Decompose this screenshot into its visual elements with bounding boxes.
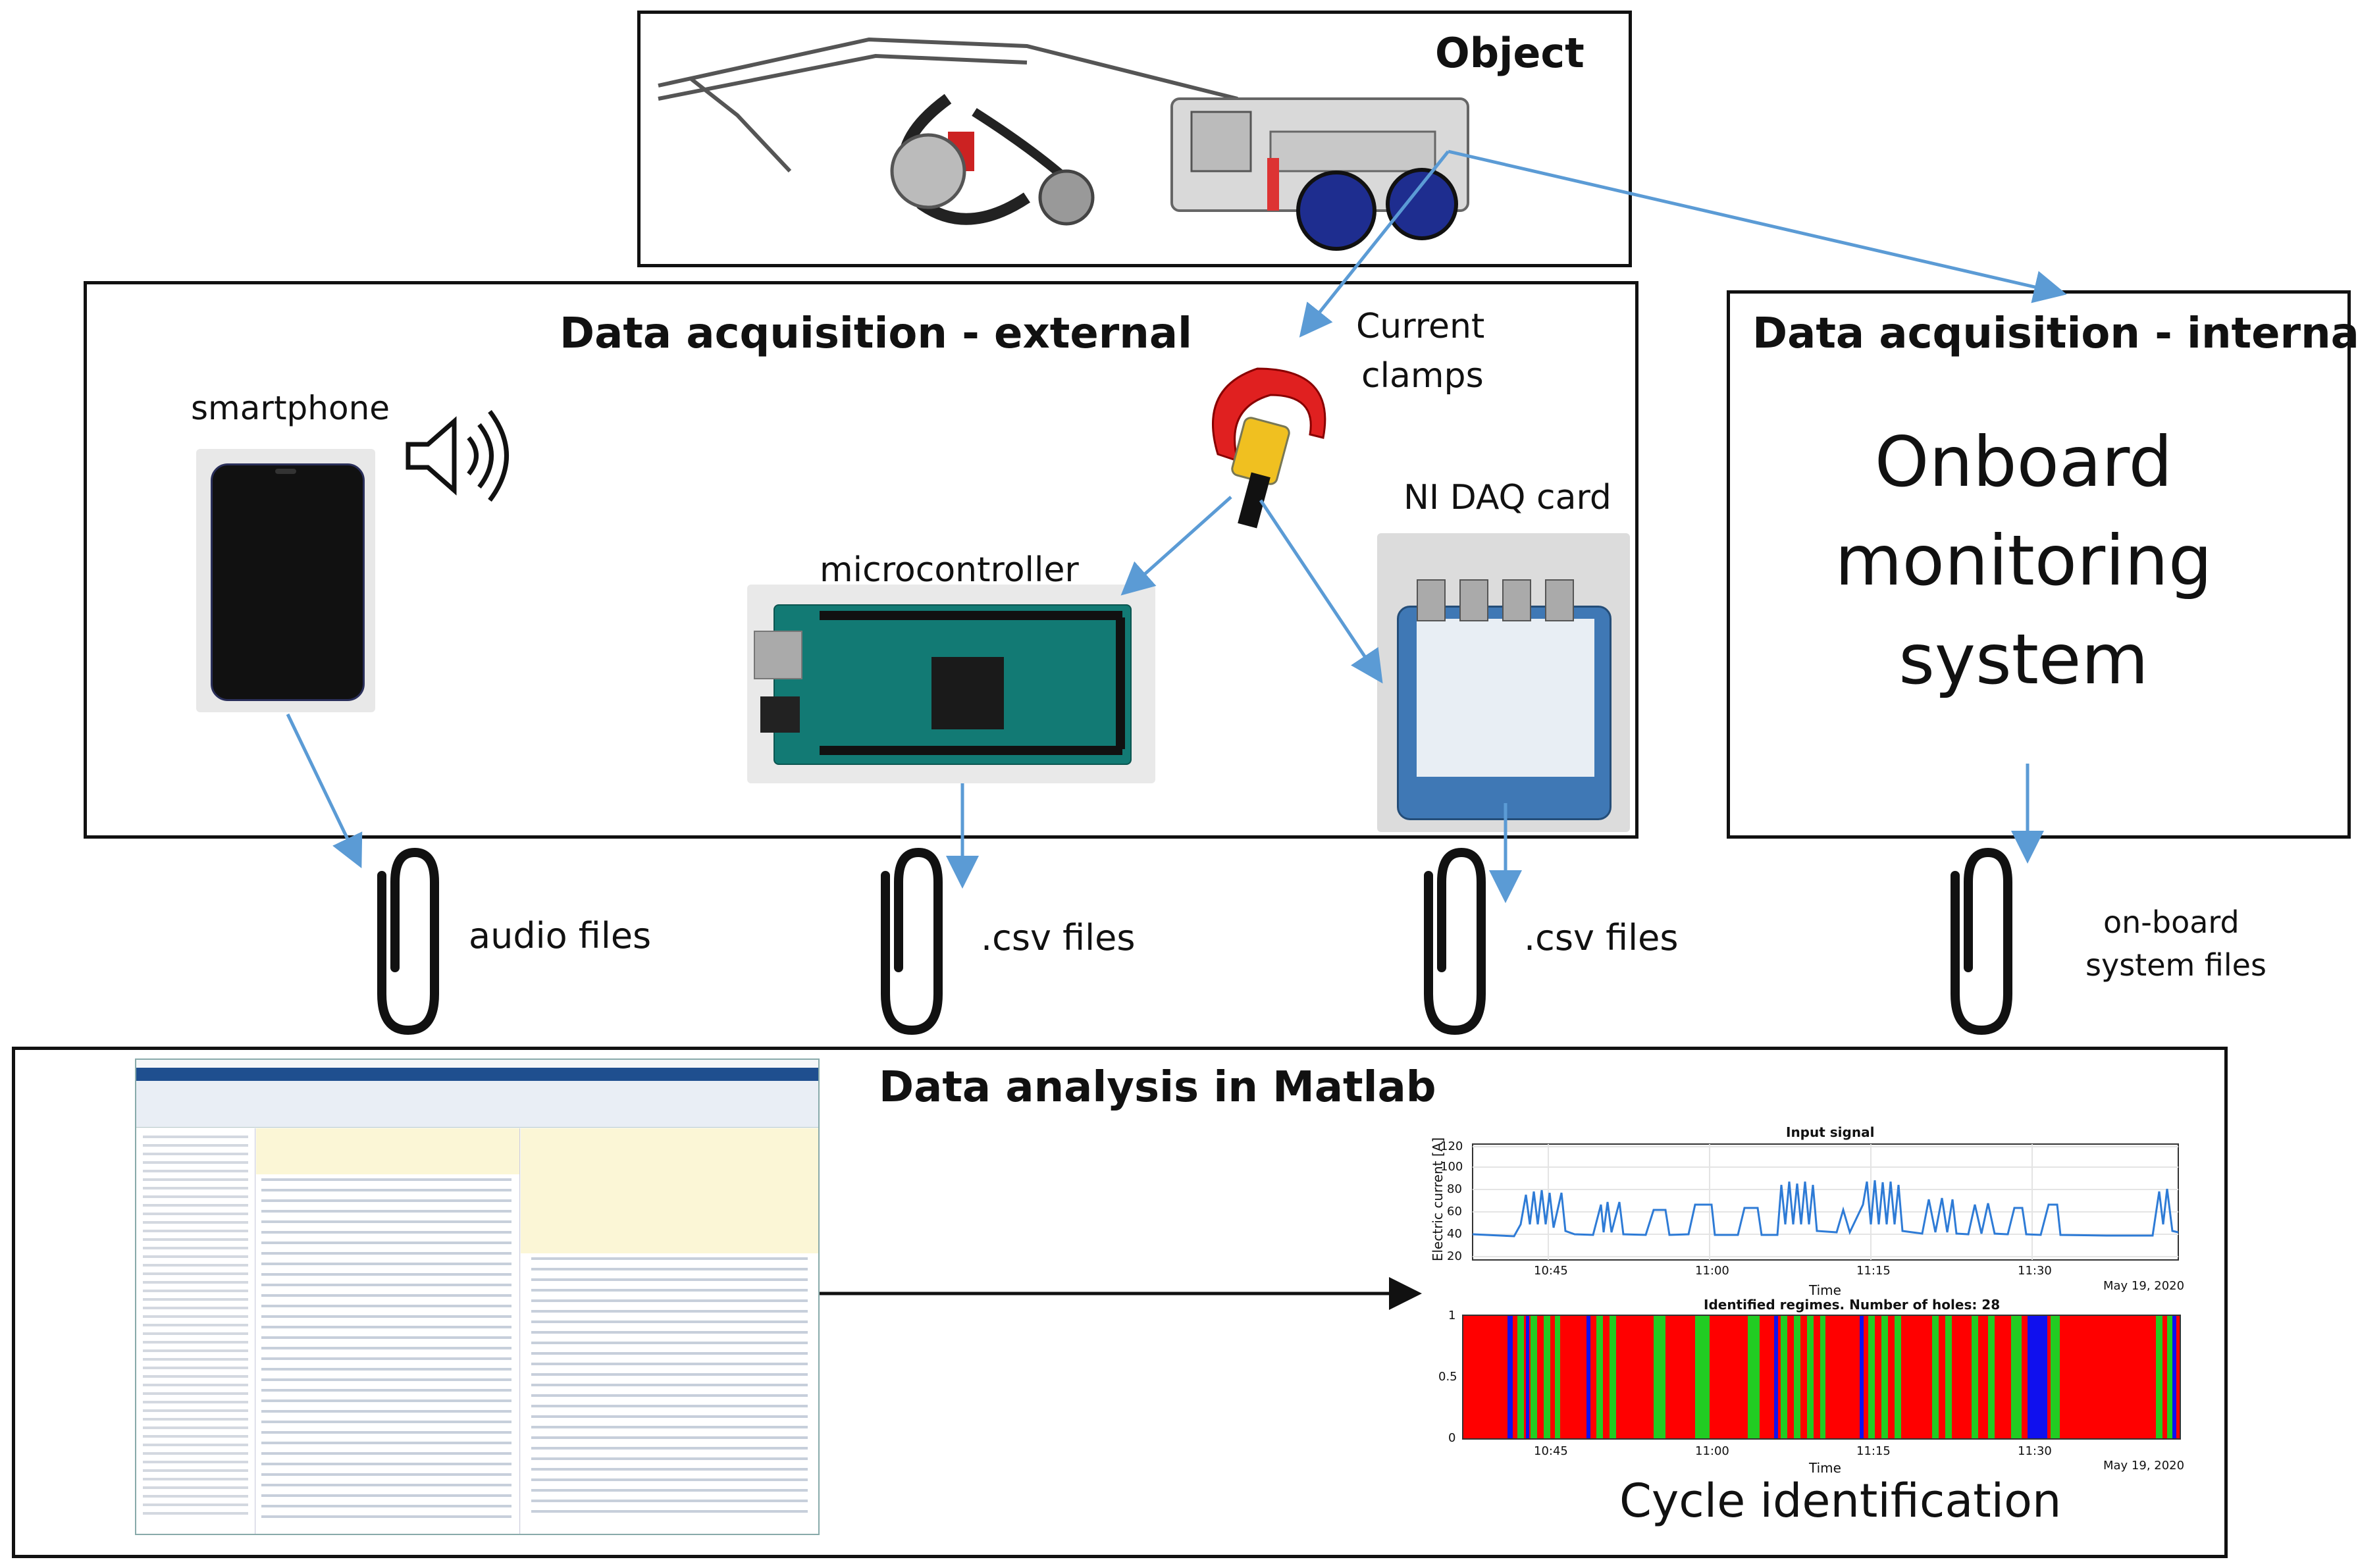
regimes-ytick-05: 0.5: [1438, 1370, 1457, 1384]
onboard-files-label-2: system files: [2085, 947, 2266, 983]
ni-daq-image: [1377, 533, 1630, 832]
paperclip-icon-csv1: [881, 847, 943, 1035]
paperclip-icon-audio: [377, 847, 439, 1035]
microcontroller-label: microcontroller: [820, 550, 1079, 590]
smartphone-image: [196, 449, 375, 712]
input-ytick-40: 40: [1447, 1227, 1462, 1241]
smartphone-label: smartphone: [191, 389, 390, 427]
cycle-identification-caption: Cycle identification: [1619, 1474, 2062, 1528]
input-ytick-80: 80: [1447, 1182, 1462, 1196]
input-xtick-1100: 11:00: [1695, 1264, 1729, 1278]
object-box: [637, 11, 1632, 267]
regimes-xtick-1115: 11:15: [1856, 1444, 1891, 1458]
object-title: Object: [1435, 29, 1585, 77]
ni-daq-label: NI DAQ card: [1403, 478, 1611, 517]
onboard-line-2: monitoring: [1835, 521, 2213, 601]
onboard-files-label-1: on-board: [2103, 904, 2240, 940]
matlab-screenshot: [135, 1058, 820, 1535]
input-ytick-100: 100: [1440, 1160, 1463, 1174]
arrow-clamp-to-microcontroller: [1120, 496, 1232, 596]
regimes-title: Identified regimes. Number of holes: 28: [1704, 1297, 2001, 1313]
paperclip-icon-onboard: [1951, 847, 2012, 1035]
onboard-line-1: Onboard: [1874, 422, 2173, 502]
onboard-line-3: system: [1899, 619, 2149, 700]
microcontroller-image: [747, 585, 1155, 783]
csv-files-label-2: .csv files: [1524, 917, 1679, 958]
input-signal-line: [1472, 1180, 2179, 1238]
analysis-box: [12, 1047, 2228, 1558]
input-ytick-60: 60: [1447, 1205, 1462, 1218]
input-xtick-1045: 10:45: [1534, 1264, 1568, 1278]
internal-title: Data acquisition - internal: [1752, 309, 2358, 358]
analysis-title: Data analysis in Matlab: [879, 1063, 1436, 1112]
input-signal-xlabel: Time: [1809, 1282, 1841, 1298]
input-xtick-1130: 11:30: [2018, 1264, 2052, 1278]
arrow-clamp-to-daq: [1259, 499, 1383, 684]
regimes-ytick-0: 0: [1448, 1431, 1456, 1445]
input-xtick-1115: 11:15: [1856, 1264, 1891, 1278]
current-clamps-label-2: clamps: [1361, 356, 1484, 396]
regimes-xtick-1045: 10:45: [1534, 1444, 1568, 1458]
regimes-ytick-1: 1: [1448, 1309, 1456, 1322]
input-ytick-20: 20: [1447, 1249, 1462, 1263]
input-signal-title: Input signal: [1786, 1124, 1875, 1140]
paperclip-icon-csv2: [1424, 847, 1486, 1035]
arrow-rig-to-clamp: [1299, 150, 1450, 338]
external-acquisition-box: [84, 281, 1638, 839]
regimes-xtick-1130: 11:30: [2018, 1444, 2052, 1458]
regimes-date: May 19, 2020: [2103, 1459, 2185, 1473]
audio-files-label: audio files: [469, 915, 652, 956]
regimes-xtick-1100: 11:00: [1695, 1444, 1729, 1458]
regimes-xlabel: Time: [1809, 1460, 1841, 1476]
arrow-phone-to-audio: [286, 713, 363, 869]
input-ytick-120: 120: [1440, 1139, 1463, 1153]
csv-files-label-1: .csv files: [981, 917, 1136, 958]
input-signal-date: May 19, 2020: [2103, 1279, 2185, 1293]
current-clamps-label-1: Current: [1356, 307, 1485, 346]
external-title: Data acquisition - external: [560, 309, 1192, 358]
arrow-rig-to-internal: [1448, 149, 2067, 303]
